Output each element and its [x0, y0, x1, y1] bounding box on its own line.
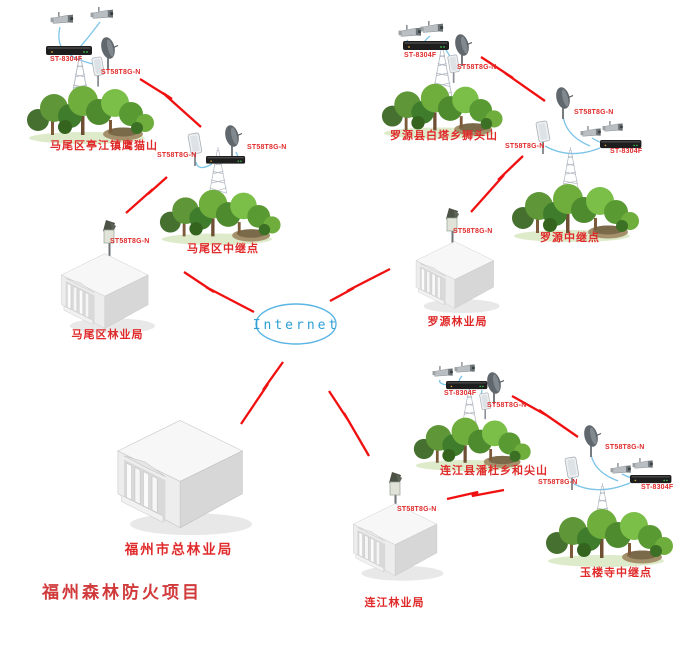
wireless-link-bolt — [446, 488, 505, 501]
wireless-link-bolt — [139, 78, 202, 128]
label-antenna-model: ST58T8G-N — [247, 144, 287, 151]
switch-icon — [630, 475, 672, 484]
label-luoyuan-mountain: 罗源县白塔乡狮头山 — [390, 130, 498, 142]
switch-icon — [46, 46, 92, 55]
panel-antenna-icon — [187, 132, 203, 167]
switch-icon — [600, 140, 642, 149]
label-mawei-mountain: 马尾区亭江镇鹰猫山 — [50, 140, 158, 152]
switch-icon — [446, 381, 488, 390]
label-switch-model: ST-8304F — [444, 390, 477, 397]
site-lianjiang-mountain — [413, 361, 531, 472]
camera-icon — [90, 6, 114, 19]
camera-icon — [580, 125, 602, 137]
dish-antenna-icon — [222, 123, 243, 158]
internet-cloud: Internet — [253, 303, 340, 345]
label-antenna-model: ST58T8G-N — [538, 479, 578, 486]
trees-icon — [159, 189, 281, 245]
label-antenna-model: ST58T8G-N — [574, 109, 614, 116]
site-yulousi-relay — [546, 423, 673, 567]
building-icon — [117, 419, 253, 536]
site-luoyuan-mountain — [381, 20, 503, 139]
label-antenna-model: ST58T8G-N — [487, 402, 527, 409]
label-mawei-bureau: 马尾区林业局 — [71, 329, 144, 341]
cable — [58, 26, 63, 49]
cable — [69, 54, 94, 65]
camera-icon — [420, 20, 444, 33]
wireless-link-bolt — [480, 56, 546, 102]
cable — [195, 161, 213, 169]
site-lianjiang-bureau — [352, 471, 444, 582]
site-mawei-relay — [159, 123, 281, 245]
camera-icon — [602, 120, 624, 132]
cable — [573, 482, 631, 491]
cable — [544, 145, 601, 155]
switch-icon — [206, 156, 246, 164]
switch-icon — [403, 41, 449, 50]
cable — [590, 453, 619, 482]
label-antenna-model: ST58T8G-N — [101, 69, 141, 76]
trees-icon — [546, 509, 673, 567]
wireless-links — [125, 56, 579, 501]
wireless-link-bolt — [240, 361, 284, 425]
wireless-link-bolt — [511, 394, 579, 438]
wireless-link-bolt — [329, 267, 391, 303]
label-antenna-model: ST58T8G-N — [453, 228, 493, 235]
roof-antenna-icon — [445, 207, 460, 247]
label-antenna-model: ST58T8G-N — [505, 143, 545, 150]
label-lianjiang-mountain: 连江县潘杜乡和尖山 — [440, 465, 548, 477]
label-luoyuan-bureau: 罗源林业局 — [427, 316, 488, 328]
camera-icon — [50, 11, 74, 24]
camera-icon — [398, 24, 422, 37]
label-antenna-model: ST58T8G-N — [605, 444, 645, 451]
label-luoyuan-relay: 罗源中继点 — [540, 232, 600, 244]
cable — [79, 21, 101, 48]
label-switch-model: ST-8304F — [641, 484, 674, 491]
camera-icon — [610, 462, 632, 474]
label-mawei-relay: 马尾区中继点 — [187, 243, 259, 255]
tower-icon — [209, 146, 228, 194]
label-yulousi-relay: 玉楼寺中继点 — [580, 567, 652, 579]
building-icon — [60, 253, 156, 335]
cable — [562, 115, 591, 147]
label-lianjiang-bureau: 连江林业局 — [364, 597, 425, 609]
project-title: 福州森林防火项目 — [42, 583, 202, 602]
wireless-link-bolt — [183, 271, 255, 314]
label-fuzhou-hq: 福州市总林业局 — [124, 542, 234, 557]
camera-icon — [632, 457, 654, 469]
label-switch-model: ST-8304F — [404, 52, 437, 59]
wireless-link-bolt — [328, 390, 370, 457]
internet-ellipse — [255, 303, 337, 345]
building-icon — [352, 503, 444, 582]
camera-icon — [432, 365, 454, 377]
dish-antenna-icon — [553, 85, 574, 120]
site-luoyuan-relay — [512, 85, 642, 242]
label-antenna-model: ST58T8G-N — [397, 506, 437, 513]
building-icon — [415, 241, 501, 314]
label-antenna-model: ST58T8G-N — [157, 152, 197, 159]
dish-antenna-icon — [581, 423, 602, 458]
wireless-link-bolt — [470, 155, 524, 213]
camera-icon — [454, 361, 476, 373]
wireless-link-bolt — [125, 176, 168, 214]
site-mawei-mountain — [27, 6, 154, 144]
site-luoyuan-bureau — [415, 207, 501, 314]
label-switch-model: ST-8304F — [610, 148, 643, 155]
internet-label: Internet — [253, 318, 340, 333]
trees-icon — [27, 86, 154, 144]
label-antenna-model: ST58T8G-N — [110, 238, 150, 245]
site-fuzhou-hq — [117, 419, 253, 536]
label-antenna-model: ST58T8G-N — [457, 64, 497, 71]
label-switch-model: ST-8304F — [50, 56, 83, 63]
